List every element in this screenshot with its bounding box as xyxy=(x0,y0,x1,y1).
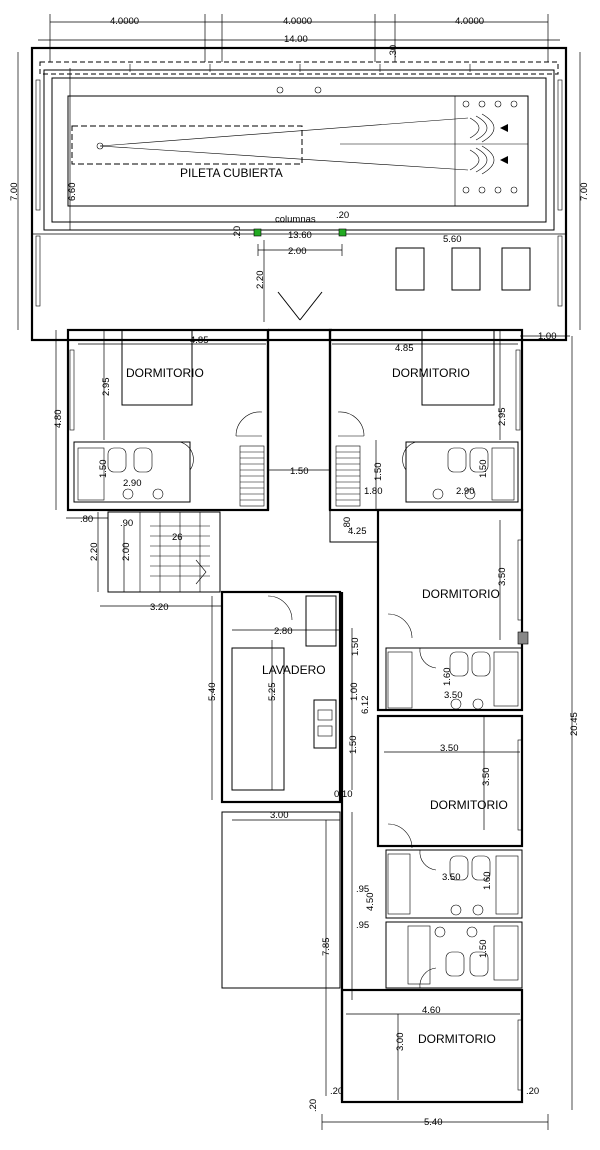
dim-laundry-2-80: 2.80 xyxy=(274,626,293,637)
bottom-dimensions: .20 .20 .20 5.40 xyxy=(308,1086,549,1130)
dim-bottom-20-a: .20 xyxy=(330,1086,343,1097)
pool-side-dimensions: 7.00 7.00 6.60 xyxy=(9,52,590,330)
dim-bed4-width: 3.50 xyxy=(440,743,459,754)
dim-span-5-60: 5.60 xyxy=(443,234,462,245)
dim-core-4-25: 4.25 xyxy=(348,526,367,537)
dim-stair-2-20: 2.20 xyxy=(89,543,100,562)
dim-side-4-50: 4.50 xyxy=(365,893,376,912)
dim-bath1-depth: 1.50 xyxy=(98,460,109,479)
closet-hatching xyxy=(240,451,360,501)
columns-row: columnas .20 .20 13.60 5.60 2.00 2.20 xyxy=(32,210,566,322)
dim-hall-v-1-50: 1.50 xyxy=(373,463,384,482)
label-columnas: columnas xyxy=(275,214,316,225)
dim-top-total: 14.00 xyxy=(284,34,308,45)
dim-side-95-b: .95 xyxy=(356,920,369,931)
dim-pool-height-left: 7.00 xyxy=(9,183,20,202)
dim-pool-height-right: 7.00 xyxy=(579,183,590,202)
stair-treads xyxy=(139,512,210,592)
dim-bath1-width: 2.90 xyxy=(123,478,142,489)
dim-stair-90: .90 xyxy=(120,518,133,529)
core-corridor: .80 4.25 xyxy=(329,509,379,543)
dim-top-seg-1: 4.0000 xyxy=(110,16,139,27)
dim-span-3-20: 3.20 xyxy=(150,602,169,613)
dim-bath5-1-50: 1.50 xyxy=(478,940,489,959)
dim-bottom-20-c: .20 xyxy=(308,1099,319,1112)
dim-pool-inner: 6.60 xyxy=(67,183,78,202)
label-dormitorio-1: DORMITORIO xyxy=(126,366,204,380)
dim-side-95-a: .95 xyxy=(356,884,369,895)
label-dormitorio-5: DORMITORIO xyxy=(418,1032,496,1046)
dim-bath3-3-50: 3.50 xyxy=(444,690,463,701)
dim-total-20-45: 20.45 xyxy=(569,712,580,736)
dim-stair-26: 26 xyxy=(172,532,183,543)
dim-bed4-height: 3.50 xyxy=(481,768,492,787)
laundry: 2.80 LAVADERO 5.40 5.25 1.50 1.00 6.12 1… xyxy=(207,590,371,804)
dim-span-3-00: 3.00 xyxy=(270,810,289,821)
dim-bath2-width: 2.90 xyxy=(456,486,475,497)
dim-bed5-height: 3.00 xyxy=(395,1033,406,1052)
dim-bed1-height: 2.95 xyxy=(101,378,112,397)
dim-v-6-12: 6.12 xyxy=(360,696,371,715)
dim-laundry-5-40: 5.40 xyxy=(207,683,218,702)
label-dormitorio-4: DORMITORIO xyxy=(430,798,508,812)
dim-stair-80: .80 xyxy=(80,514,93,525)
dim-bottom-20-b: .20 xyxy=(526,1086,539,1097)
label-dormitorio-2: DORMITORIO xyxy=(392,366,470,380)
bedroom-block-top: 4.85 2.95 DORMITORIO 4.80 2.90 1.50 4.85… xyxy=(53,328,524,512)
dim-right-1-00: 1.00 xyxy=(538,331,557,342)
dim-core-80: .80 xyxy=(342,517,353,530)
dim-bed3-height: 3.50 xyxy=(497,568,508,587)
dim-v-1-50-b: 1.50 xyxy=(348,736,359,755)
dim-top-seg-3: 4.0000 xyxy=(455,16,484,27)
dim-bath3-1-60: 1.60 xyxy=(442,668,453,687)
dim-v-1-50-a: 1.50 xyxy=(350,638,361,657)
dim-hall-1-80: 1.80 xyxy=(364,486,383,497)
top-dimensions: 4.0000 4.0000 4.0000 14.00 .30 xyxy=(38,14,560,62)
dim-span-2-00: 2.00 xyxy=(288,246,307,257)
dim-yard-7-85: 7.85 xyxy=(321,938,332,957)
dim-bed2-height: 2.95 xyxy=(497,408,508,427)
east-wing: DORMITORIO 3.50 1.60 3.50 3.50 3.50 DORM… xyxy=(351,508,529,1000)
dim-bath4-1-60: 1.60 xyxy=(482,872,493,891)
dim-stair-2-00: 2.00 xyxy=(121,543,132,562)
dim-span-13-60: 13.60 xyxy=(288,230,312,241)
column-marker-right xyxy=(338,228,347,237)
pool-area: PILETA CUBIERTA xyxy=(30,46,568,342)
dim-bath2-depth: 1.50 xyxy=(478,460,489,479)
dim-bed5-width: 4.60 xyxy=(422,1005,441,1016)
label-lavadero: LAVADERO xyxy=(262,663,326,677)
dim-drop-2-20: 2.20 xyxy=(255,271,266,290)
dim-left-4-80: 4.80 xyxy=(53,410,64,429)
dim-v-1-00: 1.00 xyxy=(349,683,360,702)
dim-laundry-5-25: 5.25 xyxy=(267,683,278,702)
dim-bath4-3-50: 3.50 xyxy=(442,872,461,883)
vent-grilles xyxy=(395,247,531,291)
dim-v-0-10: 0.10 xyxy=(334,789,353,800)
pool-entry-door xyxy=(268,291,332,332)
label-dormitorio-3: DORMITORIO xyxy=(422,587,500,601)
bedroom-5: 4.60 3.00 DORMITORIO xyxy=(340,988,524,1104)
dim-top-seg-2: 4.0000 xyxy=(283,16,312,27)
dim-col-left: .20 xyxy=(232,226,243,239)
dim-top-small: .30 xyxy=(388,45,399,58)
dim-col-gap: .20 xyxy=(336,210,349,221)
label-pileta: PILETA CUBIERTA xyxy=(180,166,283,180)
dim-bottom-total: 5.40 xyxy=(424,1117,443,1128)
pool-stairs xyxy=(469,113,508,175)
dim-bed2-width: 4.85 xyxy=(395,343,414,354)
dim-hall-1-50: 1.50 xyxy=(290,466,309,477)
dim-bed1-width: 4.85 xyxy=(190,335,209,346)
stair-area: .80 .90 26 2.20 2.00 3.20 xyxy=(66,511,222,613)
column-marker-left xyxy=(253,228,262,237)
